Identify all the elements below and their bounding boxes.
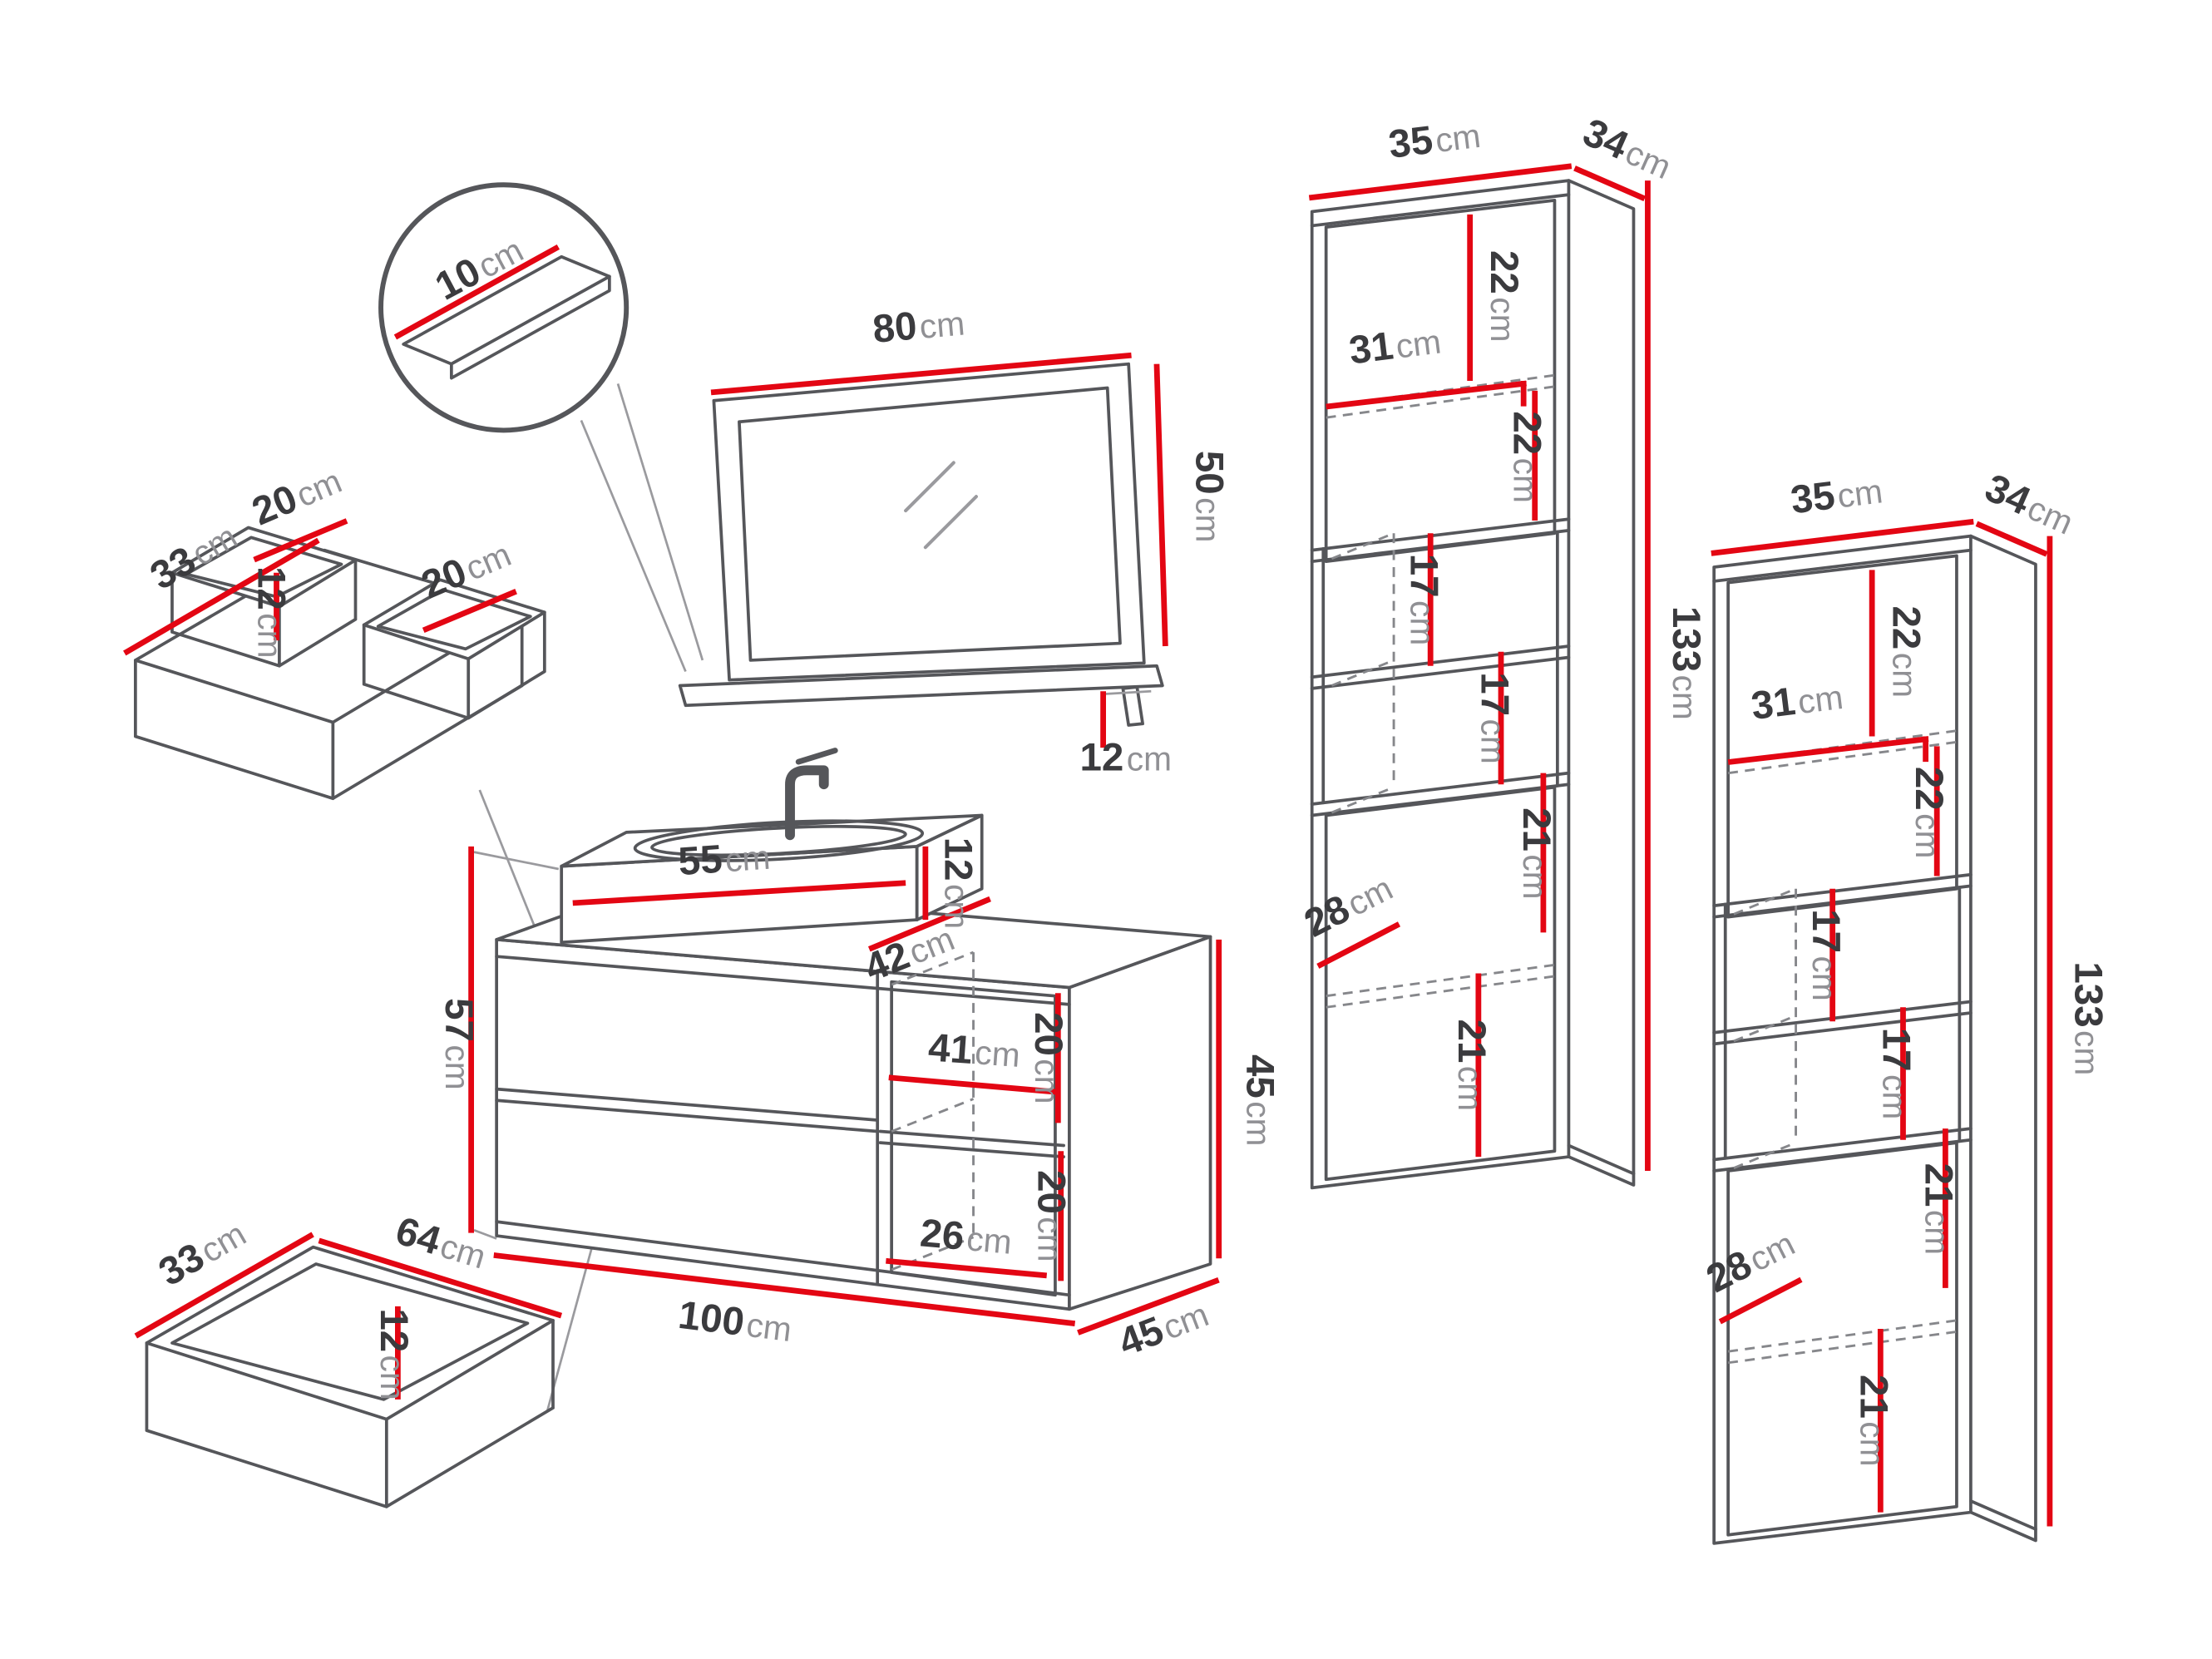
mirror-height-line [1153,363,1168,647]
left-column-17b-label: 17cm [1472,672,1516,764]
right-column-width-label: 35cm [1788,467,1884,522]
left-column-21b-label: 21cm [1449,1020,1494,1112]
vanity-counter-edge [495,955,1071,1006]
top-drawer-left-width-label: 20cm [246,457,348,534]
niche-width-label: 41cm [927,1025,1022,1076]
bottom-drawer-depth-line [134,1232,314,1339]
right-column-21a-label: 21cm [1917,1163,1961,1256]
basin-bowl [633,819,925,862]
right-column-31-label: 31cm [1749,674,1845,728]
detail-shelf-edge [449,274,611,380]
right-column-22b-label: 22cm [1907,767,1951,859]
left-column-31-line [1326,380,1527,410]
vanity-height-label: 57cm [437,998,481,1090]
top-drawer-box: 33cm 20cm 12cm 20cm [123,457,546,801]
detail-shelf-thickness-line [393,244,560,340]
mirror-height-label: 50cm [1187,451,1232,543]
basin-depth-line [867,896,991,952]
right-column-width-line [1711,518,1974,556]
basin-height-label: 12cm [936,837,980,930]
left-column-28-line [1316,921,1401,969]
mirror-shelf [678,664,1164,708]
left-column-width-label: 35cm [1386,112,1483,167]
niche-upper-height-label: 20cm [1026,1012,1070,1104]
vanity-niche-shelf [878,1129,1065,1158]
bottom-drawer-walls [145,1318,555,1508]
top-drawer-right-compartment-walls [362,610,546,720]
left-column-21a-label: 21cm [1514,807,1558,900]
right-column-21b-label: 21cm [1852,1375,1896,1467]
left-column-31-label: 31cm [1347,318,1444,373]
bottom-drawer-inner-rim [170,1262,530,1401]
mirror-width-label: 80cm [871,299,966,351]
vanity-width-label: 100cm [676,1293,794,1350]
mirror-sheen [904,461,978,550]
right-column-22a-label: 22cm [1884,605,1928,698]
left-column-22a-label: 22cm [1482,250,1526,343]
right-column-28-line [1718,1276,1803,1325]
vanity-cabinet: 55cm 12cm 42cm 57cm 41cm 20cm 20cm 26cm … [437,748,1282,1365]
bottom-drawer-depth-label: 33cm [151,1211,253,1295]
detail-leader-line-2 [616,383,704,661]
bottom-drawer-width-line [318,1237,563,1319]
faucet-handle [795,748,838,765]
right-column-17b-label: 17cm [1874,1028,1918,1120]
faucet-icon [785,765,829,841]
left-column-depth-line [1573,165,1647,201]
detail-view: 10cm [378,182,630,433]
mirror-glass [738,386,1122,662]
right-column-dimension-lines [1711,518,2053,1527]
left-column-width-line [1308,163,1573,201]
bottom-drawer-height-label: 12cm [372,1308,416,1400]
vanity-cabinet-height-label: 45cm [1238,1054,1282,1147]
vanity-niche-hidden-lines [891,950,975,1271]
top-drawer-left-width-line [253,518,348,563]
left-column-dimension-lines [1308,163,1651,1172]
niche-lower-width-line [886,1257,1048,1279]
basin-bowl-inner [650,824,907,857]
left-column: 35cm 34cm 133cm 22cm 31cm 22cm 17cm 17cm… [1297,111,1708,1190]
top-drawer-height-label: 12cm [249,566,293,659]
top-drawer-base-walls [133,607,524,801]
vanity-drawer-divider [495,1087,880,1133]
niche-width-line [888,1074,1059,1095]
top-drawer-right-width-line [422,589,517,634]
right-column-depth-line [1975,521,2048,557]
right-column-31-line [1727,736,1929,765]
left-column-22b-label: 22cm [1504,411,1548,503]
top-drawer-right-compartment-inner [376,588,532,651]
niche-lower-height-label: 20cm [1029,1170,1074,1262]
basin-width-line [572,880,906,906]
vanity-height-ticks [473,851,560,1240]
left-column-17a-label: 17cm [1401,554,1445,646]
vanity-side-face [1068,935,1212,1311]
mirror-shelf-depth-tick [1103,689,1152,695]
mirror-shelf-bracket [1121,685,1144,727]
vanity-width-line [493,1252,1076,1327]
right-column: 35cm 34cm 133cm 22cm 31cm 22cm 17cm 17cm… [1700,466,2110,1545]
detail-leader-line-1 [580,420,687,673]
niche-lower-width-label: 26cm [918,1211,1014,1262]
right-column-17a-label: 17cm [1804,909,1848,1001]
top-drawer-left-compartment-inner [185,536,343,599]
vanity-depth-line [1077,1276,1220,1336]
vanity-niche-opening [890,980,1057,1297]
basin-width-label: 55cm [677,834,772,885]
right-column-height-label: 133cm [2066,961,2110,1075]
left-column-height-label: 133cm [1664,606,1708,720]
mirror-width-line [710,352,1132,396]
top-drawer-depth-line [123,537,320,656]
basin-side-face [915,813,984,921]
